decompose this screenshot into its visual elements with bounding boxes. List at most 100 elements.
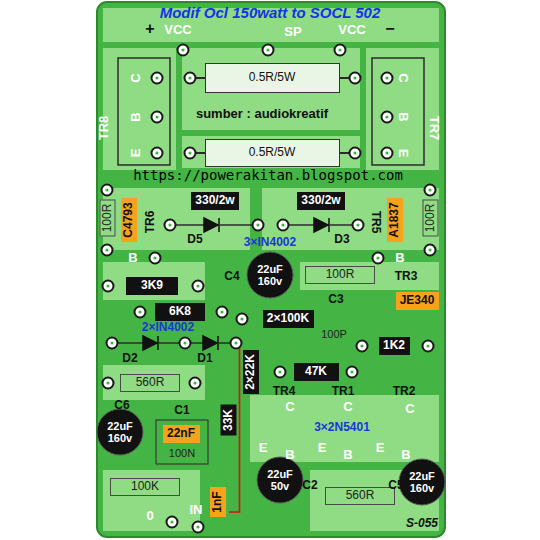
part-text: 22nF [167,427,195,441]
board-label: C [343,400,352,414]
pad-hole [168,223,171,226]
resistor-value: 330/2w [297,192,345,210]
board-label: D3 [334,233,349,246]
copper-area [103,48,176,170]
board-label: C2 [302,479,317,492]
board-label: E [376,441,385,455]
board-label: B [129,112,143,121]
board-label: https://powerakitan.blogspot.com [133,168,403,183]
resistor-value: 33K [220,405,236,436]
power-resistor: 0.5R/5W [205,63,340,93]
pad-hole [266,48,269,51]
board-label: 100P [321,328,347,340]
board-label: C [129,73,143,82]
part-text: 22uF 160v [250,263,290,287]
part-text: 22uF 160v [402,470,442,494]
capacitor-symbol: 22uF 160v [246,251,294,299]
board-label: 2×IN4002 [142,321,194,334]
part-text: JE340 [400,294,435,308]
board-label: B [401,448,410,462]
part-text: C4793 [122,202,136,237]
part-text: 1K2 [383,339,405,353]
pad-hole [220,310,223,313]
pad-hole [376,256,379,259]
board-label: D1 [197,352,212,365]
board-label: − [385,20,394,38]
capacitor-outline [156,420,208,464]
resistor-outline: 100R [305,266,375,284]
solder-pad [152,73,163,84]
solder-pad [382,73,393,84]
part-text: 3K9 [141,279,163,293]
solder-pad [275,367,286,378]
part-text: 100R [100,204,114,233]
board-label: TR5 [368,211,381,234]
solder-pad [135,307,146,318]
solder-pad [150,253,161,264]
solder-pad [103,378,114,389]
pad-hole [360,344,363,347]
board-label: TR1 [332,385,355,398]
pad-hole [240,317,243,320]
capacitor-circle [247,252,293,298]
part-number: JE340 [396,292,439,310]
solder-pad [335,45,346,56]
board-label: D2 [122,352,137,365]
board-label: TR7 [427,116,441,141]
board-label: B [343,448,352,462]
board-label: D5 [187,233,202,246]
part-text: A1837 [388,202,402,237]
solder-pad [102,185,113,196]
pad-hole [155,76,158,79]
pad-hole [353,76,356,79]
solder-pad [425,245,436,256]
part-text: 2×100K [267,312,309,326]
copper-area [300,262,439,290]
board-label: SP [284,25,301,39]
pad-hole [385,76,388,79]
solder-pad [152,112,163,123]
part-text: 0.5R/5W [249,71,296,85]
solder-pad [350,148,361,159]
pad-hole [281,223,284,226]
part-number: A1837 [387,198,403,242]
part-text: 0.5R/5W [249,146,296,160]
part-number: 22nF [163,425,200,443]
pad-hole [153,256,156,259]
diode-symbol [203,336,218,350]
resistor-value: 3K9 [126,277,178,295]
part-text: 22uF 50v [260,468,300,492]
solder-pad [193,522,204,533]
pad-hole [193,381,196,384]
diode-symbol [314,218,329,232]
board-label: E [129,149,143,158]
board-label: C5 [388,479,403,492]
pad-hole [256,223,259,226]
part-text: 100R [326,268,355,282]
solder-pad [382,148,393,159]
solder-pad [193,281,204,292]
solder-pad [107,338,118,349]
solder-pad [278,220,289,231]
board-label: B [396,112,410,121]
solder-pad [217,307,228,318]
resistor-outline: 100R [99,200,115,237]
pad-hole [183,341,186,344]
solder-pad [357,341,368,352]
pad-hole [106,284,109,287]
copper-area [103,470,200,531]
transistor-outline [372,58,424,165]
board-label: sumber : audiokreatif [196,107,328,121]
board-label: B [395,251,404,265]
part-text: 100K [131,480,159,494]
solder-pad [180,338,191,349]
board-label: C4 [224,270,239,283]
part-number: 1nF [210,487,226,517]
solder-pad [263,45,274,56]
transistor-outline [118,58,170,165]
board-label: C [285,400,294,414]
part-text: 33K [221,409,235,431]
solder-pad [152,148,163,159]
pad-hole [234,341,237,344]
